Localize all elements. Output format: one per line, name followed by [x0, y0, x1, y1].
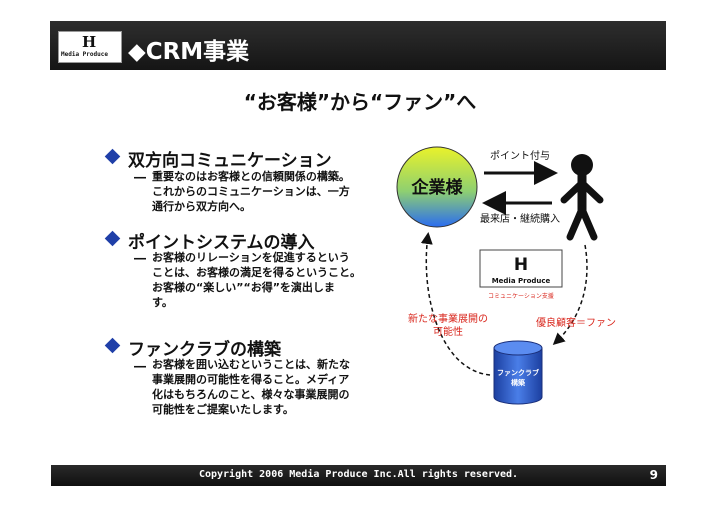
body-line: お客様を囲い込むということは、新たな	[152, 358, 350, 371]
section-body-communication: 重要なのはお客様との信頼関係の構築。 これからのコミュニケーションは、一方 通行…	[152, 169, 377, 214]
diamond-bullet-icon	[104, 230, 121, 247]
body-line: 重要なのはお客様との信頼関係の構築。	[152, 170, 350, 183]
section-heading-communication: 双方向コミュニケーション	[128, 151, 332, 171]
slide-title: “お客様”から“ファン”へ	[243, 90, 477, 114]
new-business-label-2: 可能性	[433, 325, 463, 338]
company-circle	[396, 146, 478, 228]
diamond-bullet-icon	[104, 148, 121, 165]
dash-marker: ―	[134, 251, 146, 265]
body-line: ことは、お客様の満足を得るということ。	[152, 266, 361, 279]
company-label: 企業様	[411, 177, 464, 198]
body-line: お客様のリレーションを促進するという	[152, 251, 350, 264]
section-heading-fanclub: ファンクラブの構築	[128, 340, 281, 360]
section-body-fanclub: お客様を囲い込むということは、新たな 事業展開の可能性を得ること。メディア 化は…	[152, 357, 377, 417]
revisit-label: 最来店・継続購入	[480, 212, 560, 225]
body-line: す。	[152, 296, 173, 309]
page-number: 9	[649, 468, 658, 482]
section-heading-point-system: ポイントシステムの導入	[128, 233, 315, 253]
dash-marker: ―	[134, 170, 146, 184]
body-line: 事業展開の可能性を得ること。メディア	[152, 373, 350, 386]
body-line: 通行から双方向へ。	[152, 200, 251, 213]
svg-text:Media Produce: Media Produce	[492, 277, 551, 285]
company-logo: H Media Produce	[58, 31, 122, 63]
logo-caption: コミュニケーション支援	[488, 292, 554, 300]
body-line: これからのコミュニケーションは、一方	[152, 185, 350, 198]
dashed-arrow-to-company	[420, 232, 491, 376]
point-label: ポイント付与	[490, 149, 550, 162]
media-produce-logo: H Media Produce	[479, 249, 563, 288]
footer-bar: Copyright 2006 Media Produce Inc.All rig…	[51, 465, 666, 486]
fanclub-database-icon	[493, 340, 543, 405]
logo-mark: H	[82, 33, 96, 51]
loyal-customer-label: 優良顧客＝ファン	[536, 316, 616, 329]
body-line: お客様の“楽しい”“お得”を演出しま	[152, 281, 335, 294]
logo-text: Media Produce	[61, 51, 108, 58]
slide-section-title: ◆CRM事業	[128, 39, 250, 65]
fanclub-label: ファンクラブ	[497, 368, 539, 377]
new-business-label: 新たな事業展開の	[408, 312, 488, 325]
body-line: 化はもちろんのこと、様々な事業展開の	[152, 388, 350, 401]
fanclub-label-2: 構築	[511, 378, 526, 387]
section-body-point-system: お客様のリレーションを促進するという ことは、お客様の満足を得るということ。 お…	[152, 250, 377, 310]
header-bar: H Media Produce ◆CRM事業	[50, 21, 666, 70]
customer-person-icon	[560, 154, 604, 241]
diamond-bullet-icon	[104, 337, 121, 354]
copyright-text: Copyright 2006 Media Produce Inc.All rig…	[198, 469, 519, 480]
crm-cycle-diagram: 企業様 ポイント付与 最来店・継続購入 H Media Produce コミュニ…	[396, 146, 616, 405]
dash-marker: ―	[134, 359, 146, 373]
svg-text:H: H	[514, 255, 528, 275]
body-line: 可能性をご提案いたします。	[152, 403, 294, 416]
